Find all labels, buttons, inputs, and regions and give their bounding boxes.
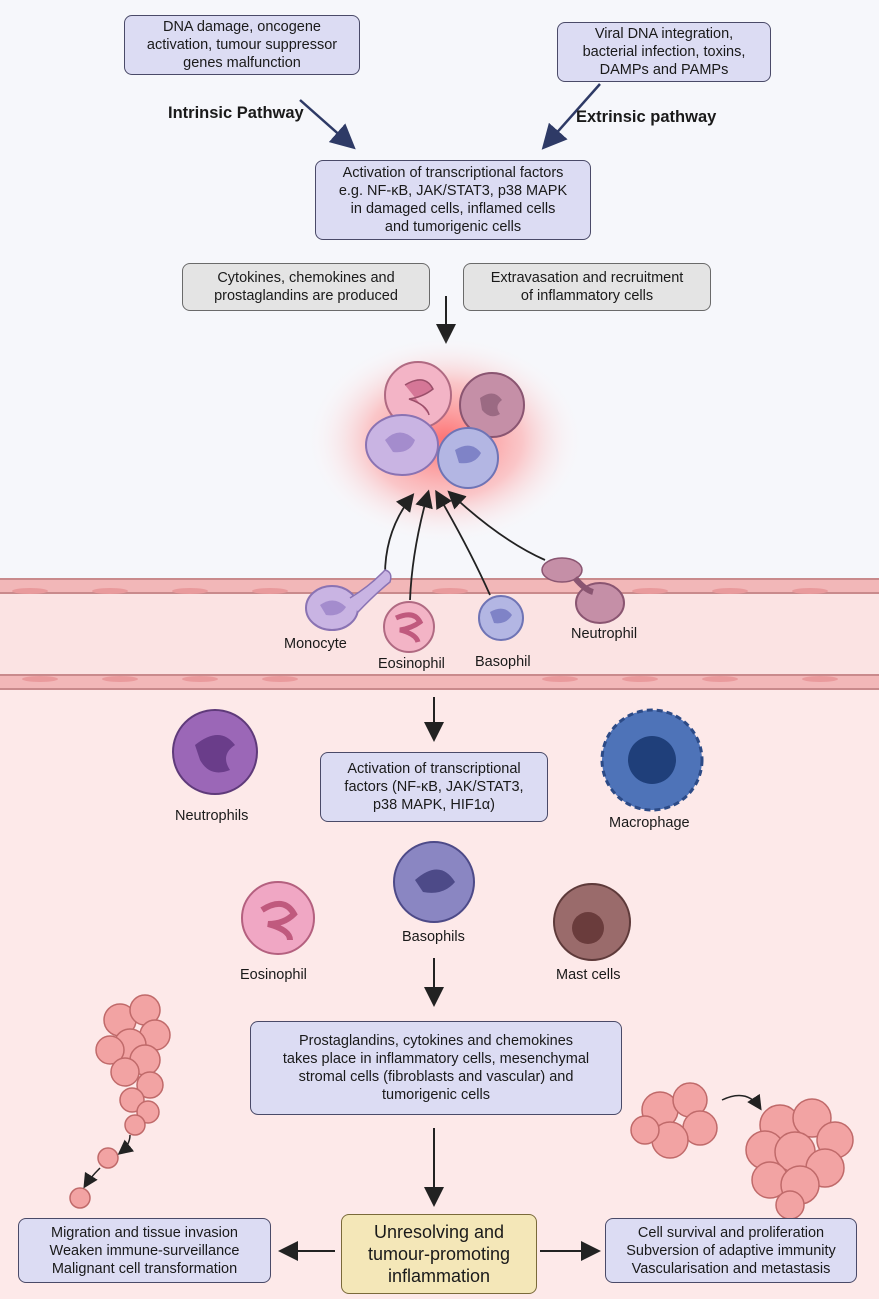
eosinophil-tissue-cell [241, 881, 315, 955]
monocyte-cell [305, 569, 392, 631]
endothelium-bottom [22, 676, 838, 682]
eosinophil-label: Eosinophil [378, 656, 445, 672]
spread-arrow-1 [117, 1134, 135, 1155]
neutrophil-label: Neutrophil [571, 626, 638, 642]
migration-arrows [384, 489, 546, 601]
neutrophils-label: Neutrophils [175, 808, 249, 824]
intrinsic-arrow [299, 99, 356, 150]
activation-box-tissue: Activation of transcriptional factors (N… [320, 752, 548, 822]
tumour-cluster-small [630, 1082, 718, 1159]
extrinsic-arrow [541, 83, 601, 150]
unresolving-inflammation-box: Unresolving and tumour-promoting inflamm… [341, 1214, 537, 1294]
extrinsic-causes-box: Viral DNA integration, bacterial infecti… [557, 22, 771, 82]
mast-cells-label: Mast cells [556, 967, 621, 983]
tumour-cluster-left [69, 994, 171, 1209]
macrophage-label: Macrophage [609, 815, 690, 831]
intrinsic-pathway-label: Intrinsic Pathway [168, 104, 304, 122]
cell-cluster [365, 361, 525, 489]
cytokines-box: Cytokines, chemokines and prostaglandins… [182, 263, 430, 311]
outcome-right-box: Cell survival and proliferation Subversi… [605, 1218, 857, 1283]
endothelium-top [12, 588, 828, 594]
vessel-wall-bottom [0, 674, 879, 690]
basophils-cell [393, 841, 475, 923]
extravasation-box: Extravasation and recruitment of inflamm… [463, 263, 711, 311]
eosinophil-tissue-label: Eosinophil [240, 967, 307, 983]
basophils-label: Basophils [402, 929, 465, 945]
activation-box-top: Activation of transcriptional factors e.… [315, 160, 591, 240]
mast-cell [553, 883, 631, 961]
outcome-left-box: Migration and tissue invasion Weaken imm… [18, 1218, 271, 1283]
blood-vessel [0, 578, 879, 690]
production-box: Prostaglandins, cytokines and chemokines… [250, 1021, 622, 1115]
growth-arrow [721, 1093, 762, 1111]
neutrophils-cell [172, 709, 258, 795]
extrinsic-pathway-label: Extrinsic pathway [576, 108, 717, 126]
tumour-cluster-large [745, 1098, 854, 1220]
eosinophil-cell [383, 601, 435, 653]
spread-arrow-2 [83, 1167, 101, 1189]
basophil-label: Basophil [475, 654, 531, 670]
basophil-cell [478, 595, 524, 641]
monocyte-label: Monocyte [284, 636, 347, 652]
intrinsic-causes-box: DNA damage, oncogene activation, tumour … [124, 15, 360, 75]
macrophage-cell [600, 708, 704, 812]
neutrophil-cell [541, 557, 625, 624]
